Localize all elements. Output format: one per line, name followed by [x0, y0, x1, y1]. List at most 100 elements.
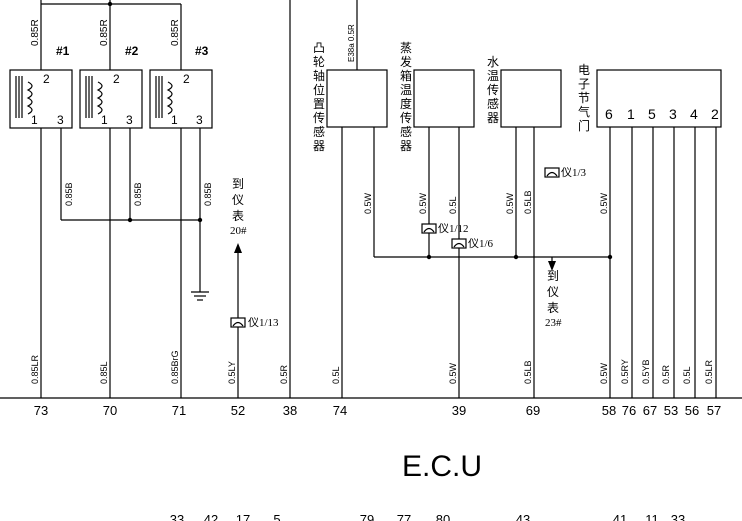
- ecu-pin-number: 73: [34, 403, 48, 418]
- coil1-number: #1: [56, 44, 70, 58]
- coil2-top-wire-label: 0.85R: [99, 19, 110, 46]
- evap-name-char: 发: [400, 54, 412, 69]
- to-meter20-char3: 表: [232, 209, 244, 223]
- bottom-wire-label: 0.5W: [448, 362, 458, 384]
- throttle-pin-number: 3: [669, 106, 677, 122]
- ecu-bottom-pin-number: 33: [671, 512, 685, 521]
- ecu-pin-number: 69: [526, 403, 540, 418]
- bottom-wire-label: 0.5R: [279, 364, 289, 384]
- throttle-pin-number: 1: [627, 106, 635, 122]
- ecu-bottom-pin-number: 17: [236, 512, 250, 521]
- bottom-wire-label: 0.5RY: [620, 359, 630, 384]
- throttle-pin-number: 2: [711, 106, 719, 122]
- coil1-pin3: 3: [57, 113, 64, 127]
- down-arrow-icon: [548, 261, 556, 271]
- to-meter23-char2: 仪: [547, 285, 559, 299]
- evap-name-char: 蒸: [400, 41, 412, 55]
- connector-tag-1-3: 仪1/3: [561, 166, 587, 179]
- evap-name-char: 传: [400, 110, 412, 125]
- coil3-number: #3: [195, 44, 209, 58]
- ecu-pin-number: 39: [452, 403, 466, 418]
- to-meter23-char3: 表: [547, 301, 559, 315]
- ecu-bottom-pin-number: 77: [397, 512, 411, 521]
- ecu-bottom-pin-number: 80: [436, 512, 450, 521]
- water-wire-label-w: 0.5W: [505, 192, 515, 214]
- water-name-char: 传: [487, 82, 499, 97]
- coil3-pin1: 1: [171, 113, 178, 127]
- coil1-top-wire-label: 0.85R: [30, 19, 41, 46]
- cam-wire-label: 0.5W: [363, 192, 373, 214]
- coil2-body: [79, 69, 143, 129]
- water-name-char: 水: [487, 55, 499, 69]
- ignition-coil-1: 2 1 3: [9, 69, 73, 129]
- evap-name-char: 箱: [400, 68, 412, 83]
- ecu-bottom-pin-number: 42: [204, 512, 218, 521]
- ecu-bottom-pin-number: 41: [613, 512, 627, 521]
- ignition-coil-2: 2 1 3: [79, 69, 143, 129]
- evap-wire-label-l: 0.5L: [448, 196, 458, 214]
- coil2-pin1: 1: [101, 113, 108, 127]
- evap-name-char: 温: [400, 83, 412, 97]
- to-meter20-pin: 20#: [230, 225, 247, 237]
- coil3-pin3: 3: [196, 113, 203, 127]
- evap-name-char: 器: [400, 139, 412, 153]
- connector-icon: [421, 223, 437, 234]
- coil-winding-icon: [96, 81, 103, 115]
- throttle-name-char: 子: [578, 77, 590, 91]
- ecu-bottom-pin-number: 79: [360, 512, 374, 521]
- coil-winding-icon: [26, 81, 33, 115]
- bottom-wire-label: 0.5YB: [641, 359, 651, 384]
- ecu-bottom-pin-number: 11: [645, 512, 659, 521]
- connector-tag-1-13: 仪1/13: [248, 316, 279, 329]
- connector-icon: [544, 167, 560, 178]
- throttle-wire-label: 0.5W: [599, 192, 609, 214]
- coil2-ground-wire-label: 0.85B: [133, 182, 143, 206]
- cam-top-wire-label: E38a 0.5R: [347, 24, 356, 62]
- connector-tag-1-6: 仪1/6: [468, 237, 494, 250]
- connector-icon: [230, 317, 246, 328]
- coil2-number: #2: [125, 44, 139, 58]
- evap-name-char: 度: [400, 96, 412, 111]
- ignition-coil-3: 2 1 3: [149, 69, 213, 129]
- ecu-pin-number: 57: [707, 403, 721, 418]
- bottom-wire-label: 0.85LR: [30, 354, 40, 384]
- ecu-pin-number: 76: [622, 403, 636, 418]
- bottom-wire-label: 0.5LR: [704, 359, 714, 384]
- coil1-pin2: 2: [43, 72, 50, 86]
- throttle-name-char: 节: [578, 91, 590, 105]
- water-wire-label-lb: 0.5LB: [523, 190, 533, 214]
- cam-name-char: 轴: [313, 68, 325, 83]
- bottom-wire-label: 0.5R: [661, 364, 671, 384]
- ecu-pin-number: 53: [664, 403, 678, 418]
- cam-name-char: 轮: [313, 55, 325, 69]
- ecu-bottom-pin-number: 5: [273, 512, 280, 521]
- water-name-char: 感: [487, 96, 499, 111]
- coil-winding-icon: [166, 81, 173, 115]
- throttle-pin-number: 4: [690, 106, 698, 122]
- coil1-ground-wire-label: 0.85B: [64, 182, 74, 206]
- ecu-pin-number: 52: [231, 403, 245, 418]
- ground-icon: [191, 291, 209, 301]
- cam-name-char: 器: [313, 139, 325, 153]
- bottom-wire-label: 0.5L: [331, 366, 341, 384]
- ecu-pin-number: 71: [172, 403, 186, 418]
- ecu-label: E.C.U: [402, 450, 482, 483]
- coil3-body: [149, 69, 213, 129]
- cam-name-char: 感: [313, 124, 325, 139]
- evap-name-char: 感: [400, 124, 412, 139]
- coil3-ground-wire-label: 0.85B: [203, 182, 213, 206]
- bottom-wire-label: 0.85L: [99, 361, 109, 384]
- bottom-wire-label: 0.5LB: [523, 360, 533, 384]
- coil3-pin2: 2: [183, 72, 190, 86]
- bottom-wire-label: 0.5LY: [227, 361, 237, 384]
- to-meter23-char1: 到: [547, 269, 559, 283]
- throttle-box: [596, 69, 722, 128]
- cam-name-char: 置: [313, 97, 325, 111]
